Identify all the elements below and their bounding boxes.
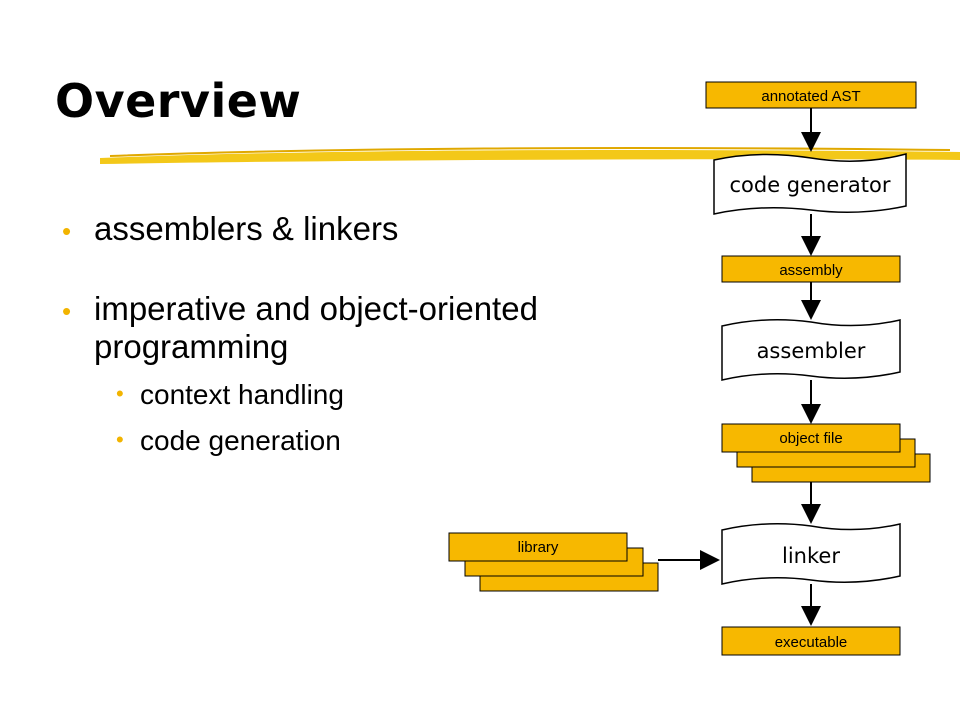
sub-bullet-dot-icon: •	[116, 381, 124, 406]
bullet-text: assemblers & linkers	[94, 210, 399, 247]
sub-bullet-text: context handling	[140, 379, 344, 410]
annotated-ast-box: annotated AST	[705, 81, 917, 109]
sub-bullet-item: • context handling	[60, 378, 700, 412]
slide-title: Overview	[55, 74, 302, 128]
code-generator-process: code generator	[713, 153, 907, 215]
annotated-ast-label: annotated AST	[761, 88, 860, 105]
object-file-stack: object file	[721, 423, 931, 483]
assembler-label: assembler	[757, 339, 866, 363]
library-stack: library	[448, 532, 659, 592]
linker-process: linker	[721, 523, 901, 585]
assembly-box: assembly	[721, 255, 901, 283]
executable-label: executable	[775, 634, 848, 651]
assembler-process: assembler	[721, 319, 901, 381]
sub-bullet-item: • code generation	[60, 424, 700, 458]
library-label: library	[518, 539, 559, 556]
bullet-text: imperative and object-oriented programmi…	[94, 290, 538, 365]
bullet-dot-icon: •	[62, 296, 72, 326]
sub-bullet-text: code generation	[140, 425, 341, 456]
executable-box: executable	[721, 626, 901, 656]
bullet-item: • imperative and object-oriented program…	[60, 290, 700, 458]
bullet-list: • assemblers & linkers • imperative and …	[60, 210, 700, 500]
bullet-item: • assemblers & linkers	[60, 210, 700, 248]
sub-bullet-dot-icon: •	[116, 427, 124, 452]
assembly-label: assembly	[779, 262, 843, 279]
code-generator-label: code generator	[729, 173, 890, 197]
bullet-dot-icon: •	[62, 216, 72, 246]
linker-label: linker	[782, 544, 840, 568]
object-file-label: object file	[779, 430, 842, 447]
